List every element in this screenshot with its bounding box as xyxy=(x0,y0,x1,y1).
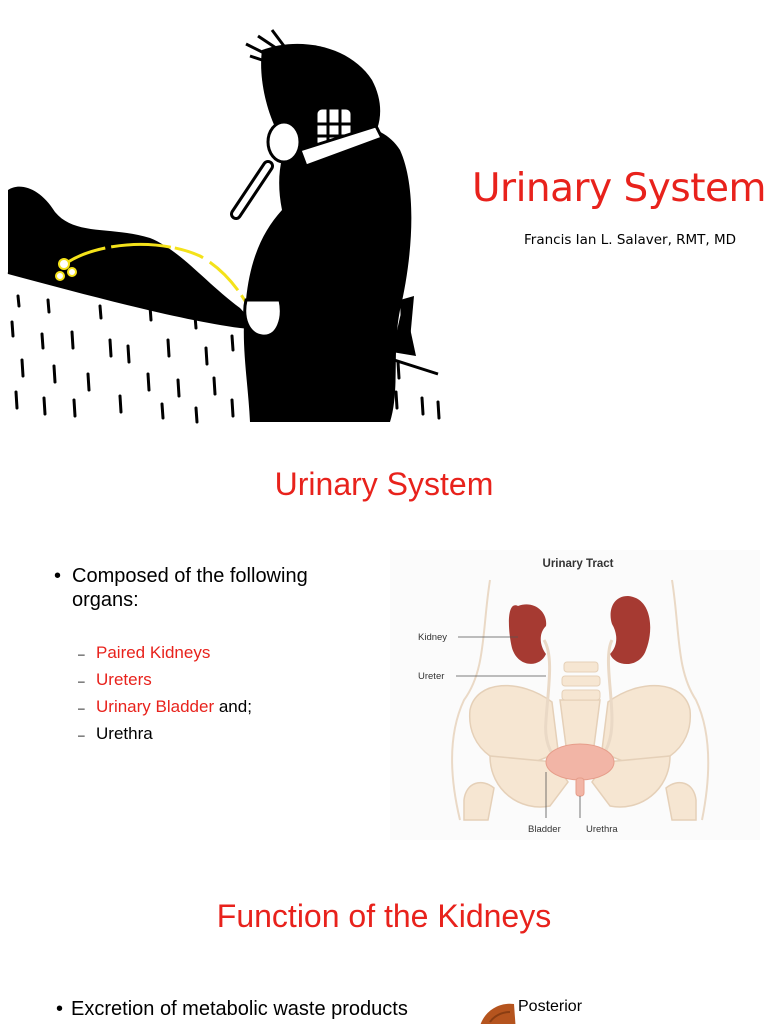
organ-name: Urethra xyxy=(96,724,153,743)
organ-name: Urinary Bladder xyxy=(96,697,215,716)
organ-name: Paired Kidneys xyxy=(96,643,211,662)
man-urinating-cartoon-icon xyxy=(7,29,441,424)
urinary-tract-diagram: Urinary Tract Kidney Ureter Bladd xyxy=(390,550,760,840)
presentation-title: Urinary System xyxy=(472,166,766,211)
organ-list: –Paired Kidneys –Ureters –Urinary Bladde… xyxy=(78,640,252,748)
kidney-label: Kidney xyxy=(418,632,447,643)
bullet-point: • Excretion of metabolic waste products xyxy=(56,998,408,1021)
bullet-text: Excretion of metabolic waste products xyxy=(71,998,408,1020)
diagram-title: Urinary Tract xyxy=(543,558,614,570)
kidney-function-slide: Function of the Kidneys • Excretion of me… xyxy=(0,864,768,1024)
list-item: –Ureters xyxy=(78,670,152,689)
list-item: –Paired Kidneys xyxy=(78,643,211,662)
ureter-label: Ureter xyxy=(418,671,444,682)
urinary-system-slide: Urinary System • Composed of the followi… xyxy=(0,432,768,864)
bullet-icon: • xyxy=(56,998,64,1020)
bullet-point: • Composed of the following organs: xyxy=(54,564,354,612)
bullet-icon: • xyxy=(54,565,62,587)
slide-title: Function of the Kidneys xyxy=(216,898,552,934)
bladder-label: Bladder xyxy=(528,824,561,835)
bullet-text: Composed of the following organs: xyxy=(72,565,308,611)
slide-title: Urinary System xyxy=(274,466,494,502)
title-slide: Urinary System Francis Ian L. Salaver, R… xyxy=(0,0,768,432)
posterior-label: Posterior xyxy=(518,998,583,1015)
organ-name: Ureters xyxy=(96,670,152,689)
list-item: –Urethra xyxy=(78,724,153,743)
urethra-label: Urethra xyxy=(586,824,618,835)
author-name: Francis Ian L. Salaver, RMT, MD xyxy=(524,232,737,248)
list-item: –Urinary Bladder and; xyxy=(78,697,252,716)
organ-suffix: and; xyxy=(214,697,252,716)
kidney-figure-icon xyxy=(480,1003,516,1024)
